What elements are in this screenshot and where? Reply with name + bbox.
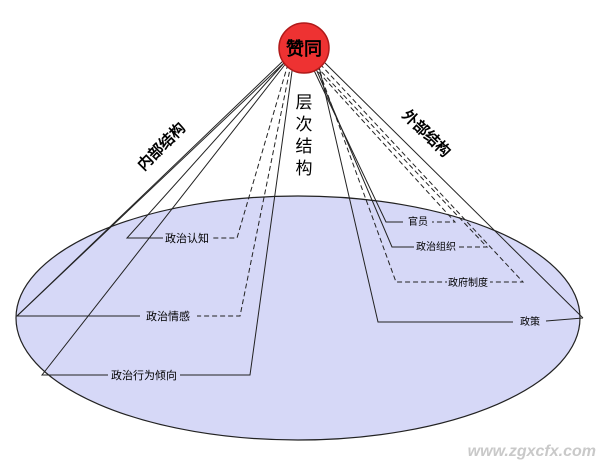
apex-circle: [278, 22, 330, 74]
apex-label: 赞同: [285, 39, 322, 60]
line-political-emotion-dashed: [197, 63, 292, 317]
line-political-behavior-solid-right: [180, 63, 294, 376]
external-item-officials: 官员: [408, 215, 428, 228]
line-political-emotion-solid: [15, 60, 287, 317]
line-organization-solid: [313, 63, 414, 248]
external-item-policy: 政策: [520, 315, 540, 328]
line-officials-dashed: [312, 65, 457, 223]
line-institution-dashed-left: [316, 64, 447, 283]
hierarchy-label-char: 构: [296, 159, 313, 179]
cone-right-edge: [321, 59, 584, 319]
line-political-cognition-dashed: [212, 63, 289, 239]
internal-item-political-cognition: 政治认知: [165, 231, 209, 245]
hierarchy-label-char: 结: [296, 137, 313, 157]
line-political-behavior-solid-left: [40, 61, 288, 376]
hierarchy-label-char: 层: [296, 93, 313, 113]
line-institution-dashed-right: [319, 63, 525, 283]
external-structure-label: 外部结构: [398, 105, 454, 160]
line-policy-tail: [545, 317, 584, 322]
hierarchy-label-char: 次: [296, 115, 313, 135]
connector-lines: [15, 59, 584, 376]
line-organization-dashed: [315, 65, 489, 248]
watermark: www.zgxcfx.com: [468, 443, 596, 460]
internal-item-political-emotion: 政治情感: [146, 309, 190, 323]
external-item-political-organization: 政治组织: [416, 240, 456, 253]
line-political-cognition-solid: [125, 61, 286, 239]
external-item-government-institution: 政府制度: [448, 276, 488, 289]
line-policy-solid: [317, 61, 513, 323]
base-ellipse: [15, 195, 581, 441]
internal-structure-label: 内部结构: [134, 119, 189, 174]
internal-item-political-behavior: 政治行为倾向: [111, 368, 177, 382]
